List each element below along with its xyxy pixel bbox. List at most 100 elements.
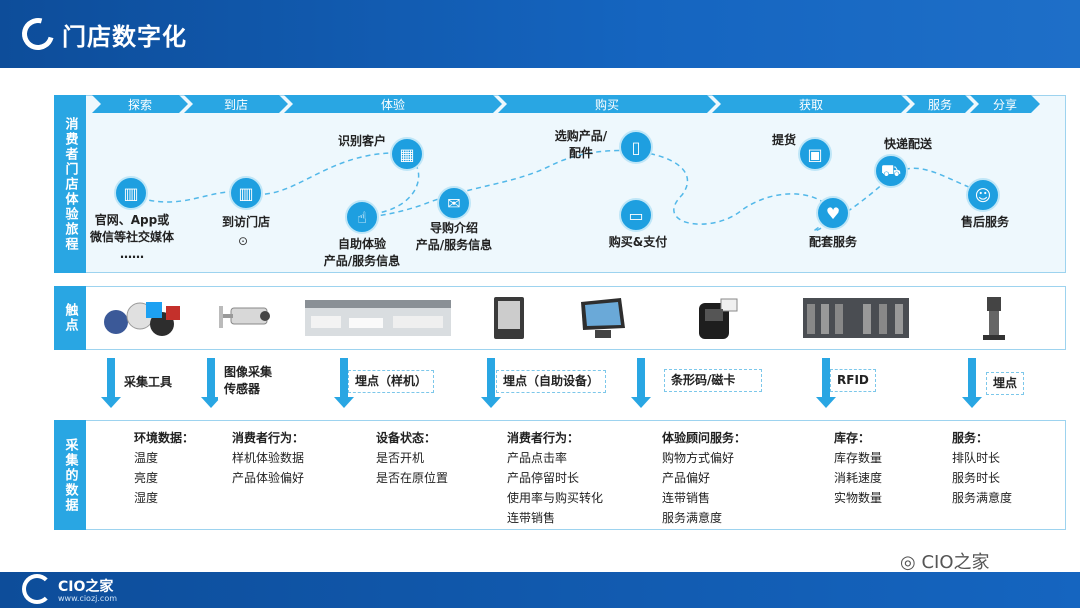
data-item: 温度 [134,451,159,465]
data-column-advisor: 体验顾问服务： 购物方式偏好 产品偏好 连带销售 服务满意度 [662,428,746,528]
social-media-icons-image [98,292,188,344]
stage-share: 分享 [970,95,1040,113]
data-column-heading: 消费者行为： [507,431,580,445]
page-title: 门店数字化 [62,23,187,51]
watermark: ◎ CIO之家 [900,548,989,574]
kiosk-tablet-image [490,292,528,344]
brand-logo-icon [16,12,60,56]
arrow-down-icon [481,358,501,408]
data-column-heading: 库存： [834,431,871,445]
node-label-guide: 导购介绍 产品/服务信息 [415,221,493,252]
data-column-heading: 体验顾问服务： [662,431,747,445]
data-item: 产品停留时长 [507,471,580,485]
stage-experience: 体验 [284,95,502,113]
support-agent-icon: ☺ [966,178,1000,212]
data-column-behavior: 消费者行为： 样机体验数据 产品体验偏好 [232,428,304,488]
data-item: 样机体验数据 [232,451,305,465]
data-item: 购物方式偏好 [662,451,735,465]
node-label-visit: 到访门店 [221,215,270,229]
data-column-service: 服务： 排队时长 服务时长 服务满意度 [952,428,1012,508]
touch-icon: ☝ [345,200,379,234]
store-interior-image [304,292,452,344]
data-item: 服务时长 [952,471,1001,485]
node-label-aftersales: 售后服务 [960,215,1009,229]
data-item: 是否在原位置 [376,471,449,485]
data-item: 湿度 [134,491,159,505]
delivery-icon: ⛟ [874,154,908,188]
building-icon: ▥ [114,176,148,210]
wechat-icon: ◎ [900,552,922,573]
footer-url: www.ciozj.com [58,594,118,603]
data-item: 库存数量 [834,451,883,465]
footer-logo-icon [22,574,52,604]
node-label-pickup: 提货 [771,133,796,147]
data-item: 产品偏好 [662,471,711,485]
touchpoint-band [54,286,1066,350]
data-column-heading: 设备状态： [376,431,437,445]
arrow-down-icon [962,358,982,408]
phone-icon: ▯ [619,130,653,164]
fingerprint-icon: ▦ [390,137,424,171]
data-item: 实物数量 [834,491,883,505]
data-item: 亮度 [134,471,159,485]
warehouse-image [802,292,910,344]
stage-acquire: 获取 [712,95,910,113]
node-label-explore: 官网、App或 微信等社交媒体 …… [89,213,174,261]
header-bar: 门店数字化 [0,0,1080,68]
data-item: 产品点击率 [507,451,568,465]
node-label-select: 选购产品/ 配件 [554,129,608,160]
data-item: 排队时长 [952,451,1001,465]
stage-explore: 探索 [92,95,188,113]
tool-label-2: 图像采集 传感器 [218,362,279,400]
tool-label-1: 采集工具 [118,372,179,393]
footer-brand: CIO之家 [58,579,114,595]
queue-kiosk-image [976,292,1012,344]
section-label-journey: 消费者门店体验旅程 [54,95,86,273]
data-column-heading: 消费者行为： [232,431,305,445]
chat-icon: ✉ [437,186,471,220]
data-column-device: 设备状态： 是否开机 是否在原位置 [376,428,448,488]
location-pin-icon: ⊙ [238,234,249,248]
data-item: 连带销售 [507,511,556,525]
tool-label-3: 埋点（样机） [348,370,435,393]
data-item: 服务满意度 [662,511,723,525]
node-label-delivery: 快递配送 [883,137,932,151]
section-label-touchpoints: 触点 [54,286,86,350]
tool-label-6: RFID [830,369,876,392]
node-label-pay: 购买&支付 [608,235,668,249]
tool-label-5: 条形码/磁卡 [664,369,762,392]
data-item: 使用率与购买转化 [507,491,604,505]
tool-label-7: 埋点 [986,372,1025,395]
payment-icon: ▭ [619,198,653,232]
data-item: 消耗速度 [834,471,883,485]
camera-image [214,292,274,344]
data-column-heading: 环境数据： [134,431,195,445]
stage-service: 服务 [906,95,974,113]
data-item: 连带销售 [662,491,711,505]
arrow-down-icon [334,358,354,408]
card-reader-image [690,292,746,344]
node-label-identify: 识别客户 [337,134,386,148]
store-icon: ▥ [229,176,263,210]
data-item: 服务满意度 [952,491,1013,505]
arrow-down-icon [201,358,221,408]
data-column-heading: 服务： [952,431,989,445]
data-column-environment: 环境数据： 温度 亮度 湿度 [134,428,194,508]
service-heart-icon: ♥ [816,196,850,230]
arrow-down-icon [101,358,121,408]
stage-visit: 到店 [184,95,288,113]
tool-label-4: 埋点（自助设备） [496,370,607,393]
stage-purchase: 购买 [498,95,716,113]
node-label-self-experience: 自助体验 产品/服务信息 [323,237,401,268]
pos-terminal-image [574,292,630,344]
data-item: 产品体验偏好 [232,471,305,485]
section-label-data: 采集的数据 [54,420,86,530]
arrow-down-icon [816,358,836,408]
data-column-consumer: 消费者行为： 产品点击率 产品停留时长 使用率与购买转化 连带销售 [507,428,603,528]
box-icon: ▣ [798,137,832,171]
node-label-supporting: 配套服务 [808,235,857,249]
watermark-text: CIO之家 [921,552,990,573]
footer-bar [0,572,1080,608]
data-item: 是否开机 [376,451,425,465]
journey-path [131,149,993,233]
